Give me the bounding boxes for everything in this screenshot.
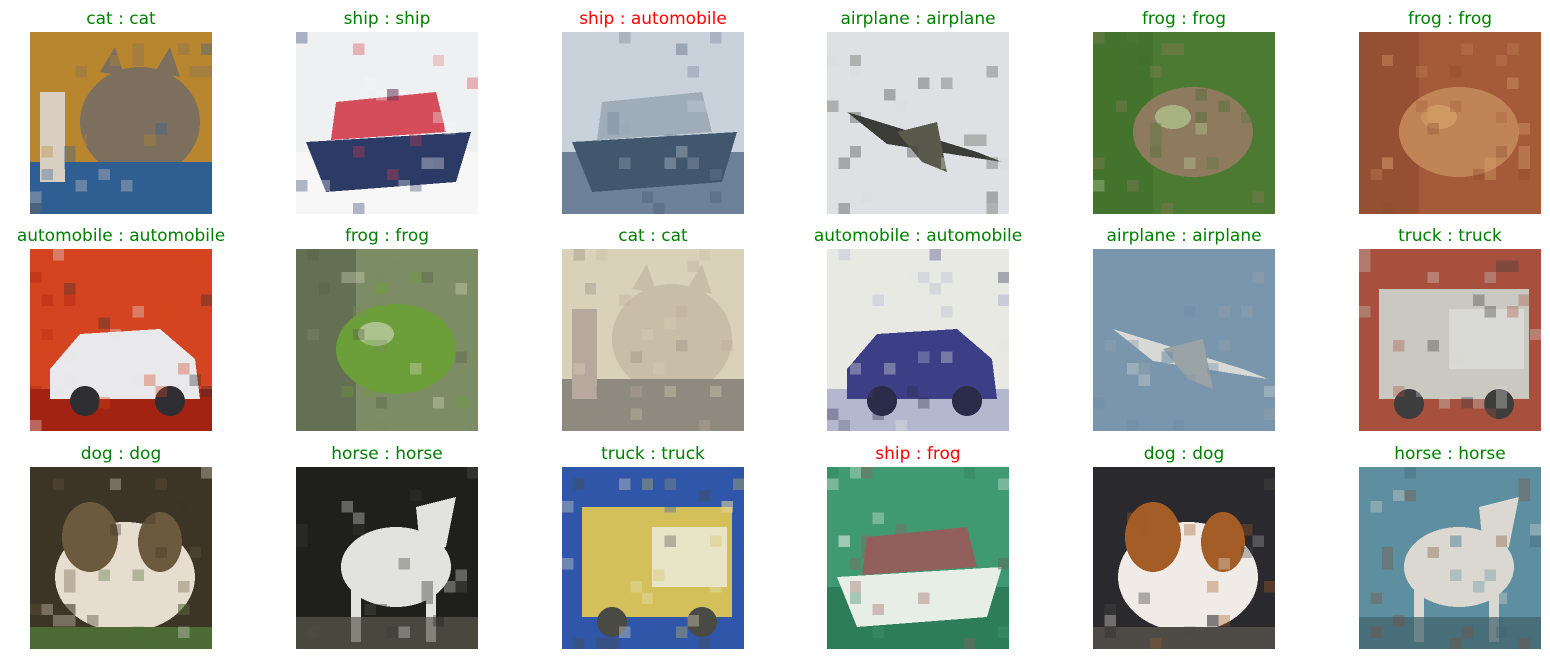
prediction-label: ship : frog <box>875 444 961 464</box>
prediction-label: horse : horse <box>331 444 443 464</box>
frog-photo <box>296 249 478 431</box>
horse-photo <box>296 467 478 649</box>
prediction-label: frog : frog <box>1141 9 1227 29</box>
prediction-label: truck : truck <box>601 444 705 464</box>
prediction-label: airplane : airplane <box>840 9 996 29</box>
ship-photo <box>827 467 1009 649</box>
frog-photo <box>1093 32 1275 214</box>
cat-photo <box>562 249 744 431</box>
prediction-label: horse : horse <box>1394 444 1506 464</box>
prediction-cell: automobile : automobile <box>814 225 1022 433</box>
prediction-cell: cat : cat <box>30 8 212 216</box>
prediction-cell: dog : dog <box>30 443 212 651</box>
prediction-label: dog : dog <box>80 444 162 464</box>
prediction-cell: horse : horse <box>296 443 478 651</box>
prediction-label: truck : truck <box>1398 226 1502 246</box>
prediction-cell: airplane : airplane <box>827 8 1009 216</box>
cat-photo <box>30 32 212 214</box>
prediction-label: dog : dog <box>1143 444 1225 464</box>
car-photo <box>827 249 1009 431</box>
prediction-cell: truck : truck <box>562 443 744 651</box>
prediction-label: automobile : automobile <box>16 226 226 246</box>
dog-photo <box>1093 467 1275 649</box>
prediction-label: automobile : automobile <box>813 226 1023 246</box>
prediction-cell: frog : frog <box>1093 8 1275 216</box>
prediction-label: frog : frog <box>1407 9 1493 29</box>
prediction-cell: frog : frog <box>1359 8 1541 216</box>
prediction-cell: truck : truck <box>1359 225 1541 433</box>
truck-photo <box>1359 249 1541 431</box>
truck-photo <box>562 467 744 649</box>
prediction-cell: ship : frog <box>827 443 1009 651</box>
airplane-photo <box>1093 249 1275 431</box>
prediction-cell: cat : cat <box>562 225 744 433</box>
car-photo <box>30 249 212 431</box>
prediction-label: ship : ship <box>343 9 431 29</box>
ship-photo <box>296 32 478 214</box>
prediction-label: cat : cat <box>86 9 156 29</box>
horse-photo <box>1359 467 1541 649</box>
dog-photo <box>30 467 212 649</box>
ship-photo <box>562 32 744 214</box>
prediction-cell: horse : horse <box>1359 443 1541 651</box>
prediction-label: cat : cat <box>618 226 688 246</box>
prediction-cell: frog : frog <box>296 225 478 433</box>
prediction-cell: dog : dog <box>1093 443 1275 651</box>
prediction-label: airplane : airplane <box>1106 226 1262 246</box>
prediction-cell: ship : automobile <box>562 8 744 216</box>
prediction-cell: automobile : automobile <box>17 225 225 433</box>
frog-photo <box>1359 32 1541 214</box>
prediction-label: ship : automobile <box>579 9 727 29</box>
airplane-photo <box>827 32 1009 214</box>
prediction-cell: airplane : airplane <box>1093 225 1275 433</box>
prediction-label: frog : frog <box>344 226 430 246</box>
prediction-cell: ship : ship <box>296 8 478 216</box>
